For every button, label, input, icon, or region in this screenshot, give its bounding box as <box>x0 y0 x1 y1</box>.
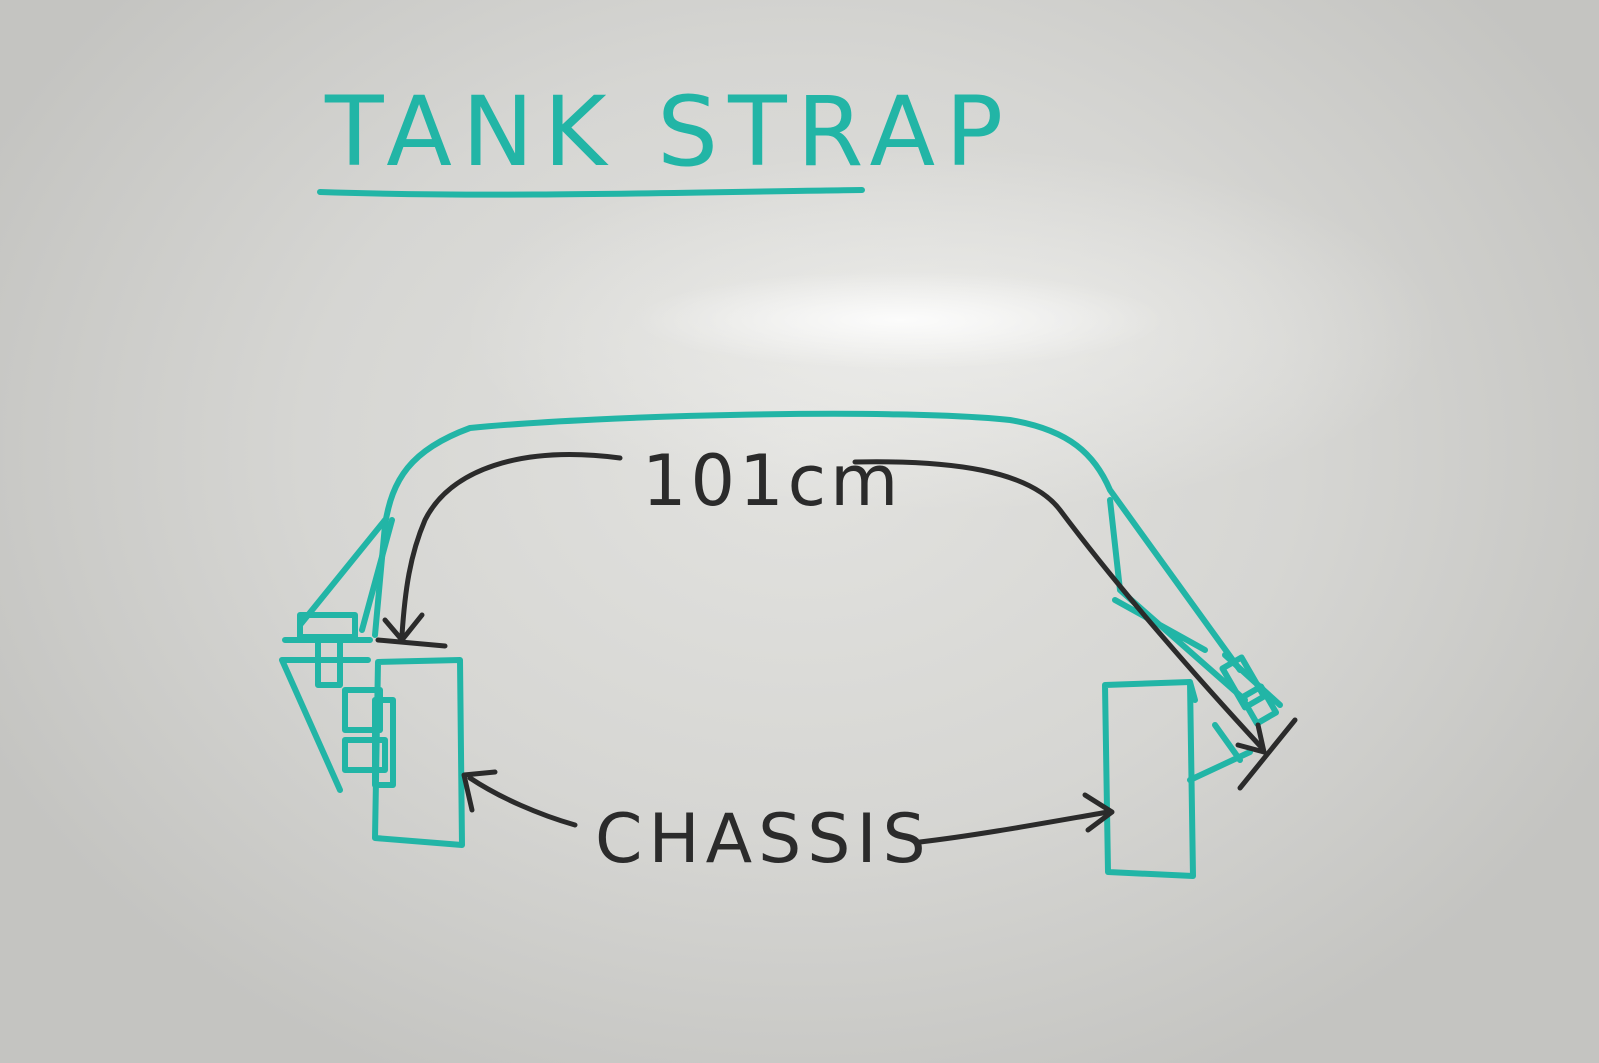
right-chassis-rail <box>1102 679 1198 879</box>
strap-arch <box>372 410 1243 673</box>
measurement-arrow-right <box>852 459 1265 751</box>
measurement-label: 101cm <box>642 440 902 522</box>
right-end-tick <box>1237 717 1298 791</box>
chassis-arrow-left <box>467 775 578 828</box>
left-strap-brace <box>297 517 395 633</box>
measurement-arrow-right-head <box>1235 722 1267 755</box>
title-underline <box>317 187 865 198</box>
chassis-arrow-right-head <box>1082 792 1115 833</box>
chassis-arrow-right <box>917 809 1111 845</box>
measurement-arrow-left <box>399 452 623 638</box>
chassis-arrow-left-head <box>461 769 498 813</box>
title-text: TANK STRAP <box>324 76 1013 188</box>
chassis-label: CHASSIS <box>595 800 932 879</box>
left-chassis-rail <box>372 657 465 848</box>
right-bolt-assembly <box>1219 654 1280 727</box>
left-end-tick <box>375 637 448 649</box>
